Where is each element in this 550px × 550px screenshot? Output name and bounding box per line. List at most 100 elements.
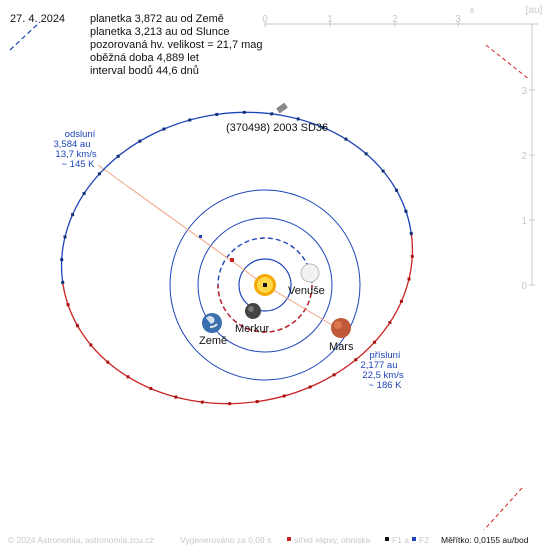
orbit-point (89, 343, 93, 347)
earth-orbit (197, 217, 333, 353)
orbit-point (354, 358, 358, 362)
orbit-point (70, 212, 75, 217)
aphelion-label: odsluní 3,584 au 13,7 km/s ~ 145 K (54, 129, 97, 170)
orbit-point (215, 112, 219, 117)
planet-label-venus: Venuše (288, 285, 325, 297)
orbit-point (200, 400, 205, 404)
sun-icon (254, 274, 276, 296)
legend-center-swatch (287, 537, 291, 541)
orbit-point (162, 127, 166, 131)
top-tick-label: 0 (262, 14, 268, 25)
planet-label-mercury: Merkur (235, 323, 270, 335)
corner-streak-bottom-right (483, 487, 523, 531)
orbit-point (242, 110, 246, 115)
orbit-point (381, 169, 385, 173)
info-line: oběžná doba 4,889 let (90, 52, 199, 64)
perihelion-line (264, 284, 343, 332)
corner-streak-top-left (9, 21, 41, 51)
mercury-orbit (238, 258, 292, 312)
footer-copyright: © 2024 Astronomia, astronomia.zcu.cz (8, 535, 154, 545)
orbit-point (66, 302, 70, 307)
orbit-point (126, 375, 130, 379)
orbit-point (308, 385, 312, 389)
focus-f2-marker (199, 235, 202, 238)
earth-icon (202, 313, 222, 333)
footer-generated: Vygenerováno za 0,09 s (180, 535, 271, 545)
orbit-point (321, 125, 325, 130)
orbit-point (399, 299, 404, 304)
legend-f2-swatch (412, 537, 416, 541)
orbit-point (364, 152, 368, 156)
legend-f1-swatch (385, 537, 389, 541)
svg-text:přísluní: přísluní (369, 350, 401, 361)
side-tick-label: 2 (521, 151, 527, 162)
info-line: pozorovaná hv. velikost = 21,7 mag (90, 39, 263, 51)
date-label: 27. 4. 2024 (10, 13, 65, 25)
svg-text:odsluní: odsluní (65, 129, 96, 140)
orbit-point (75, 323, 80, 328)
top-tick-label: 1 (327, 14, 333, 25)
asteroid-name-label: (370498) 2003 SD36 (226, 122, 328, 134)
svg-text:3,584 au: 3,584 au (54, 139, 91, 150)
orbit-point (61, 280, 65, 285)
mars-orbit (169, 189, 361, 381)
top-axis-unit: x (470, 5, 475, 16)
orbit-point (407, 277, 411, 281)
venus-orbit-front (217, 284, 313, 333)
planet-label-earth: Země (199, 335, 227, 347)
orbit-point (394, 188, 399, 193)
side-tick-label: 1 (521, 216, 527, 227)
asteroid-orbit (60, 110, 414, 406)
orbit-point (228, 401, 232, 406)
top-tick-label: 2 (392, 14, 398, 25)
info-line: planetka 3,872 au od Země (90, 13, 224, 25)
top-axis-unit-au: [au] (526, 5, 543, 16)
orbit-point (344, 137, 348, 141)
info-line: interval bodů 44,6 dnů (90, 65, 199, 77)
asteroid-marker (276, 102, 288, 114)
footer-legend-f1: F1 a (392, 535, 409, 545)
orbit-point (372, 340, 377, 344)
orbit-point (82, 191, 86, 196)
orbit-point (116, 154, 120, 158)
footer: © 2024 Astronomia, astronomia.zcu.cz Vyg… (8, 535, 529, 545)
orbit-point (97, 172, 102, 176)
side-tick-label: 3 (521, 86, 527, 97)
svg-text:22,5 km/s: 22,5 km/s (362, 370, 403, 381)
svg-text:13,7 km/s: 13,7 km/s (55, 149, 96, 160)
info-line: planetka 3,213 au od Slunce (90, 26, 229, 38)
orbit-point (60, 258, 64, 262)
orbit-point (149, 386, 153, 391)
footer-scale: Měřítko: 0,0155 au/bod (441, 535, 529, 545)
top-scale: 0 1 2 3 x [au] (262, 5, 543, 27)
svg-text:2,177 au: 2,177 au (361, 360, 398, 371)
orbit-point (63, 235, 67, 239)
orbit-point (404, 209, 408, 214)
mars-icon (331, 318, 351, 338)
aphelion-line (97, 164, 266, 286)
orbit-point (106, 360, 110, 364)
footer-legend-center: střed elipsy, ohniska (294, 535, 371, 545)
mercury-icon (245, 303, 261, 319)
perihelion-label: přísluní 2,177 au 22,5 km/s ~ 186 K (361, 350, 404, 391)
venus-icon (300, 263, 320, 283)
svg-text:~ 186 K: ~ 186 K (368, 380, 402, 391)
orbit-point (255, 399, 259, 404)
orbit-point (409, 231, 413, 236)
orbit-point (138, 139, 142, 143)
orbit-point (296, 117, 300, 121)
right-scale: 3 2 1 0 (521, 24, 535, 292)
orbit-point (410, 254, 414, 258)
orbit-point (282, 394, 286, 398)
top-tick-label: 3 (455, 14, 461, 25)
orbit-point (174, 395, 178, 399)
orbit-point (388, 320, 392, 325)
svg-text:~ 145 K: ~ 145 K (61, 159, 95, 170)
footer-legend-f2: F2 (419, 535, 429, 545)
orbit-point (269, 112, 274, 116)
planet-label-mars: Mars (329, 341, 354, 353)
corner-streak-top-right (485, 44, 531, 81)
ellipse-center-marker (230, 258, 234, 262)
side-tick-label: 0 (521, 281, 527, 292)
